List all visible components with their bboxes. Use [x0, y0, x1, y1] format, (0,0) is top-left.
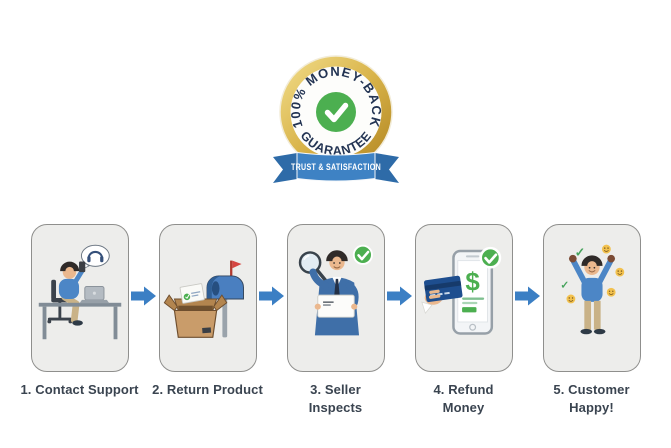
step-5-card: ✓ ✓ — [542, 224, 641, 372]
smiley-icon — [601, 244, 611, 254]
check-badge-icon — [479, 246, 501, 269]
step-1-card — [30, 224, 129, 372]
dollar-sign-icon: $ — [465, 268, 480, 296]
arrow-1 — [129, 286, 159, 306]
step-4-label: 4. Refund Money — [433, 382, 494, 416]
smiley-icon — [606, 287, 616, 297]
support-customer-figure — [58, 261, 85, 326]
desk — [38, 302, 121, 340]
step-2-label: 2. Return Product — [152, 382, 263, 397]
arrow-2 — [257, 286, 287, 306]
seller-with-magnifier-and-box-illustration — [298, 244, 373, 336]
ribbon-text: TRUST & SATISFACTION — [291, 162, 381, 173]
smiley-icon — [614, 267, 624, 277]
step-5-label: 5. Customer Happy! — [553, 382, 630, 416]
green-check-icon: ✓ — [560, 279, 569, 291]
return-box-icon — [163, 283, 227, 338]
step-2-return-product: 2. Return Product — [152, 224, 263, 399]
badge-check-icon — [324, 102, 348, 123]
step-4-card: $ — [414, 224, 513, 372]
guarantee-badge: 100% MONEY-BACK GUARANTEE TRUST & SATISF… — [0, 0, 671, 190]
celebrating-customer-illustration: ✓ ✓ — [560, 244, 624, 335]
customer-on-phone-at-desk-illustration — [38, 244, 121, 340]
ribbon-right-tail — [374, 153, 399, 183]
card-and-phone-refund-illustration: $ — [420, 246, 501, 335]
open-box-and-mailbox-illustration — [163, 260, 244, 338]
guarantee-badge-icon: 100% MONEY-BACK GUARANTEE TRUST & SATISF… — [272, 55, 399, 183]
magnifying-glass-icon — [298, 251, 327, 282]
step-5-customer-happy: ✓ ✓ — [542, 224, 641, 418]
right-arrow-icon — [130, 286, 156, 306]
step-3-label: 3. Seller Inspects — [308, 382, 363, 416]
laptop-icon — [79, 286, 109, 304]
arrow-3 — [385, 286, 415, 306]
process-steps-row: 1. Contact Support — [0, 224, 671, 418]
right-arrow-icon — [514, 286, 540, 306]
step-2-card — [158, 224, 257, 372]
badge-check-circle — [315, 92, 356, 132]
phone-in-hand-icon — [78, 261, 85, 273]
step-3-seller-inspects: 3. Seller Inspects — [286, 224, 385, 418]
step-4-refund-money: $ — [414, 224, 513, 418]
right-arrow-icon — [386, 286, 412, 306]
refund-phone-icon: $ — [451, 249, 493, 335]
step-3-card — [286, 224, 385, 372]
ribbon-band — [296, 151, 375, 182]
happy-customer-figure — [568, 254, 615, 335]
hand-with-credit-card-icon — [420, 275, 463, 315]
ribbon-left-tail — [272, 153, 297, 183]
check-badge-icon — [352, 244, 373, 265]
step-1-contact-support: 1. Contact Support — [20, 224, 138, 399]
green-check-icon: ✓ — [574, 246, 584, 260]
inspected-box-icon — [314, 294, 357, 318]
step-1-label: 1. Contact Support — [20, 382, 139, 397]
smiley-icon — [565, 294, 575, 304]
arrow-4 — [513, 286, 543, 306]
right-arrow-icon — [258, 286, 284, 306]
